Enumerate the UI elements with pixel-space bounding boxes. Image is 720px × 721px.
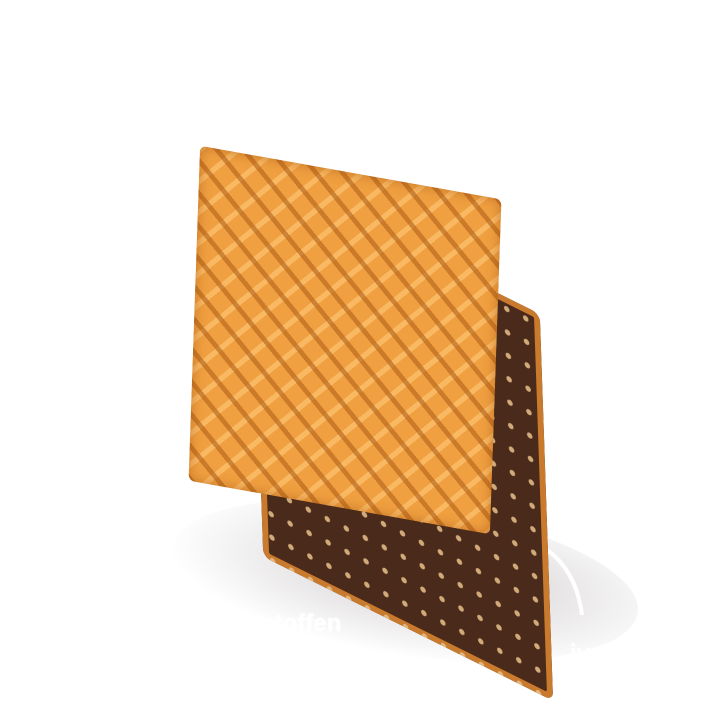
wafer-biscuit (188, 145, 502, 535)
caption-fiber: en Ballaststoffen (148, 610, 342, 637)
caption-palm-oil: iven Pal (570, 640, 661, 667)
